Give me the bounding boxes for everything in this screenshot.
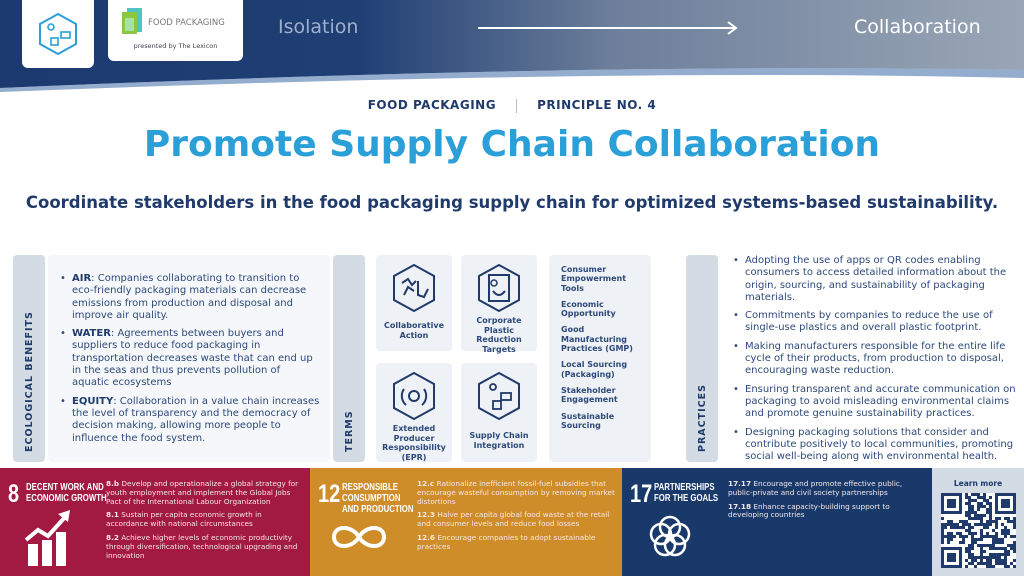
term-item: Sustainable Sourcing bbox=[561, 411, 615, 430]
growth-chart-icon bbox=[24, 510, 70, 566]
epr-cycle-icon bbox=[393, 371, 435, 421]
ecological-benefits-panel: AIR: Companies collaborating to transiti… bbox=[48, 255, 330, 462]
terms-list: Consumer Empowerment Tools Economic Oppo… bbox=[549, 255, 651, 462]
qr-code[interactable] bbox=[941, 493, 1016, 568]
infinity-loop-icon bbox=[331, 526, 387, 548]
page-title: Promote Supply Chain Collaboration bbox=[143, 124, 881, 165]
practice-item: Commitments by companies to reduce the u… bbox=[733, 310, 1018, 335]
sdg-target: 17.17 Encourage and promote effective pu… bbox=[728, 479, 903, 497]
category-label: FOOD PACKAGING bbox=[367, 98, 497, 112]
food-packaging-logo: FOOD PACKAGING presented by The Lexicon bbox=[108, 0, 243, 61]
to-label: Collaboration bbox=[854, 16, 981, 38]
supply-chain-icon bbox=[39, 12, 77, 56]
presented-by: presented by The Lexicon bbox=[133, 42, 218, 50]
page-subtitle: Coordinate stakeholders in the food pack… bbox=[25, 193, 999, 212]
principle-label: PRINCIPLE NO. 4 bbox=[537, 98, 657, 112]
practice-item: Making manufacturers responsible for the… bbox=[733, 341, 1018, 378]
supply-chain-icon bbox=[478, 371, 520, 421]
sdg-target: 8.1 Sustain per capita economic growth i… bbox=[106, 510, 262, 529]
learn-more-qr[interactable]: Learn more bbox=[932, 468, 1024, 576]
kicker: FOOD PACKAGING PRINCIPLE NO. 4 bbox=[0, 98, 1024, 113]
arrow-right-icon bbox=[478, 21, 738, 35]
term-card: Corporate Plastic Reduction Targets bbox=[461, 255, 537, 354]
sdg-target: 8.2 Achieve higher levels of economic pr… bbox=[106, 532, 298, 560]
terms-label: TERMS bbox=[333, 255, 365, 462]
benefit-air: AIR: Companies collaborating to transiti… bbox=[60, 273, 320, 322]
benefit-equity: EQUITY: Collaboration in a value chain i… bbox=[60, 396, 320, 445]
brand-name: FOOD PACKAGING bbox=[148, 18, 225, 28]
practice-item: Ensuring transparent and accurate commun… bbox=[733, 384, 1018, 421]
term-item: Consumer Empowerment Tools bbox=[561, 265, 627, 293]
benefit-water: WATER: Agreements between buyers and sup… bbox=[60, 328, 320, 389]
divider bbox=[516, 98, 518, 113]
term-card: Collaborative Action bbox=[376, 255, 452, 351]
term-card: Supply Chain Integration bbox=[461, 363, 537, 462]
term-card: Extended Producer Responsibility (EPR) bbox=[376, 363, 452, 462]
sdg-target: 17.18 Enhance capacity-building support … bbox=[728, 501, 890, 520]
term-item: Local Sourcing (Packaging) bbox=[561, 360, 628, 379]
sdg-target: 12.c Rationalize inefficient fossil-fuel… bbox=[417, 479, 615, 506]
collaborative-action-icon bbox=[393, 263, 435, 313]
learn-more-label: Learn more bbox=[953, 479, 1003, 488]
sdg-target: 12.6 Encourage companies to adopt sustai… bbox=[417, 532, 596, 551]
from-label: Isolation bbox=[278, 16, 359, 38]
header-banner: FOOD PACKAGING presented by The Lexicon … bbox=[0, 0, 1024, 100]
practices-list: Adopting the use of apps or QR codes ena… bbox=[733, 255, 1018, 469]
sdg-target: 12.3 Halve per capita global food waste … bbox=[417, 510, 610, 529]
practice-item: Adopting the use of apps or QR codes ena… bbox=[733, 255, 1018, 304]
term-item: Good Manufacturing Practices (GMP) bbox=[561, 325, 633, 354]
sdg-target: 8.b Develop and operationalize a global … bbox=[106, 479, 299, 506]
ecological-benefits-label: ECOLOGICAL BENEFITS bbox=[13, 255, 45, 462]
package-icon bbox=[122, 8, 142, 34]
term-item: Economic Opportunity bbox=[561, 299, 616, 319]
practices-label: PRACTICES bbox=[686, 255, 718, 462]
partnership-rings-icon bbox=[649, 515, 691, 557]
term-item: Stakeholder Engagement bbox=[561, 385, 618, 405]
header-background bbox=[0, 0, 1024, 92]
supply-chain-logo bbox=[22, 0, 94, 68]
clipboard-targets-icon bbox=[478, 263, 520, 313]
practice-item: Designing packaging solutions that consi… bbox=[733, 427, 1018, 464]
